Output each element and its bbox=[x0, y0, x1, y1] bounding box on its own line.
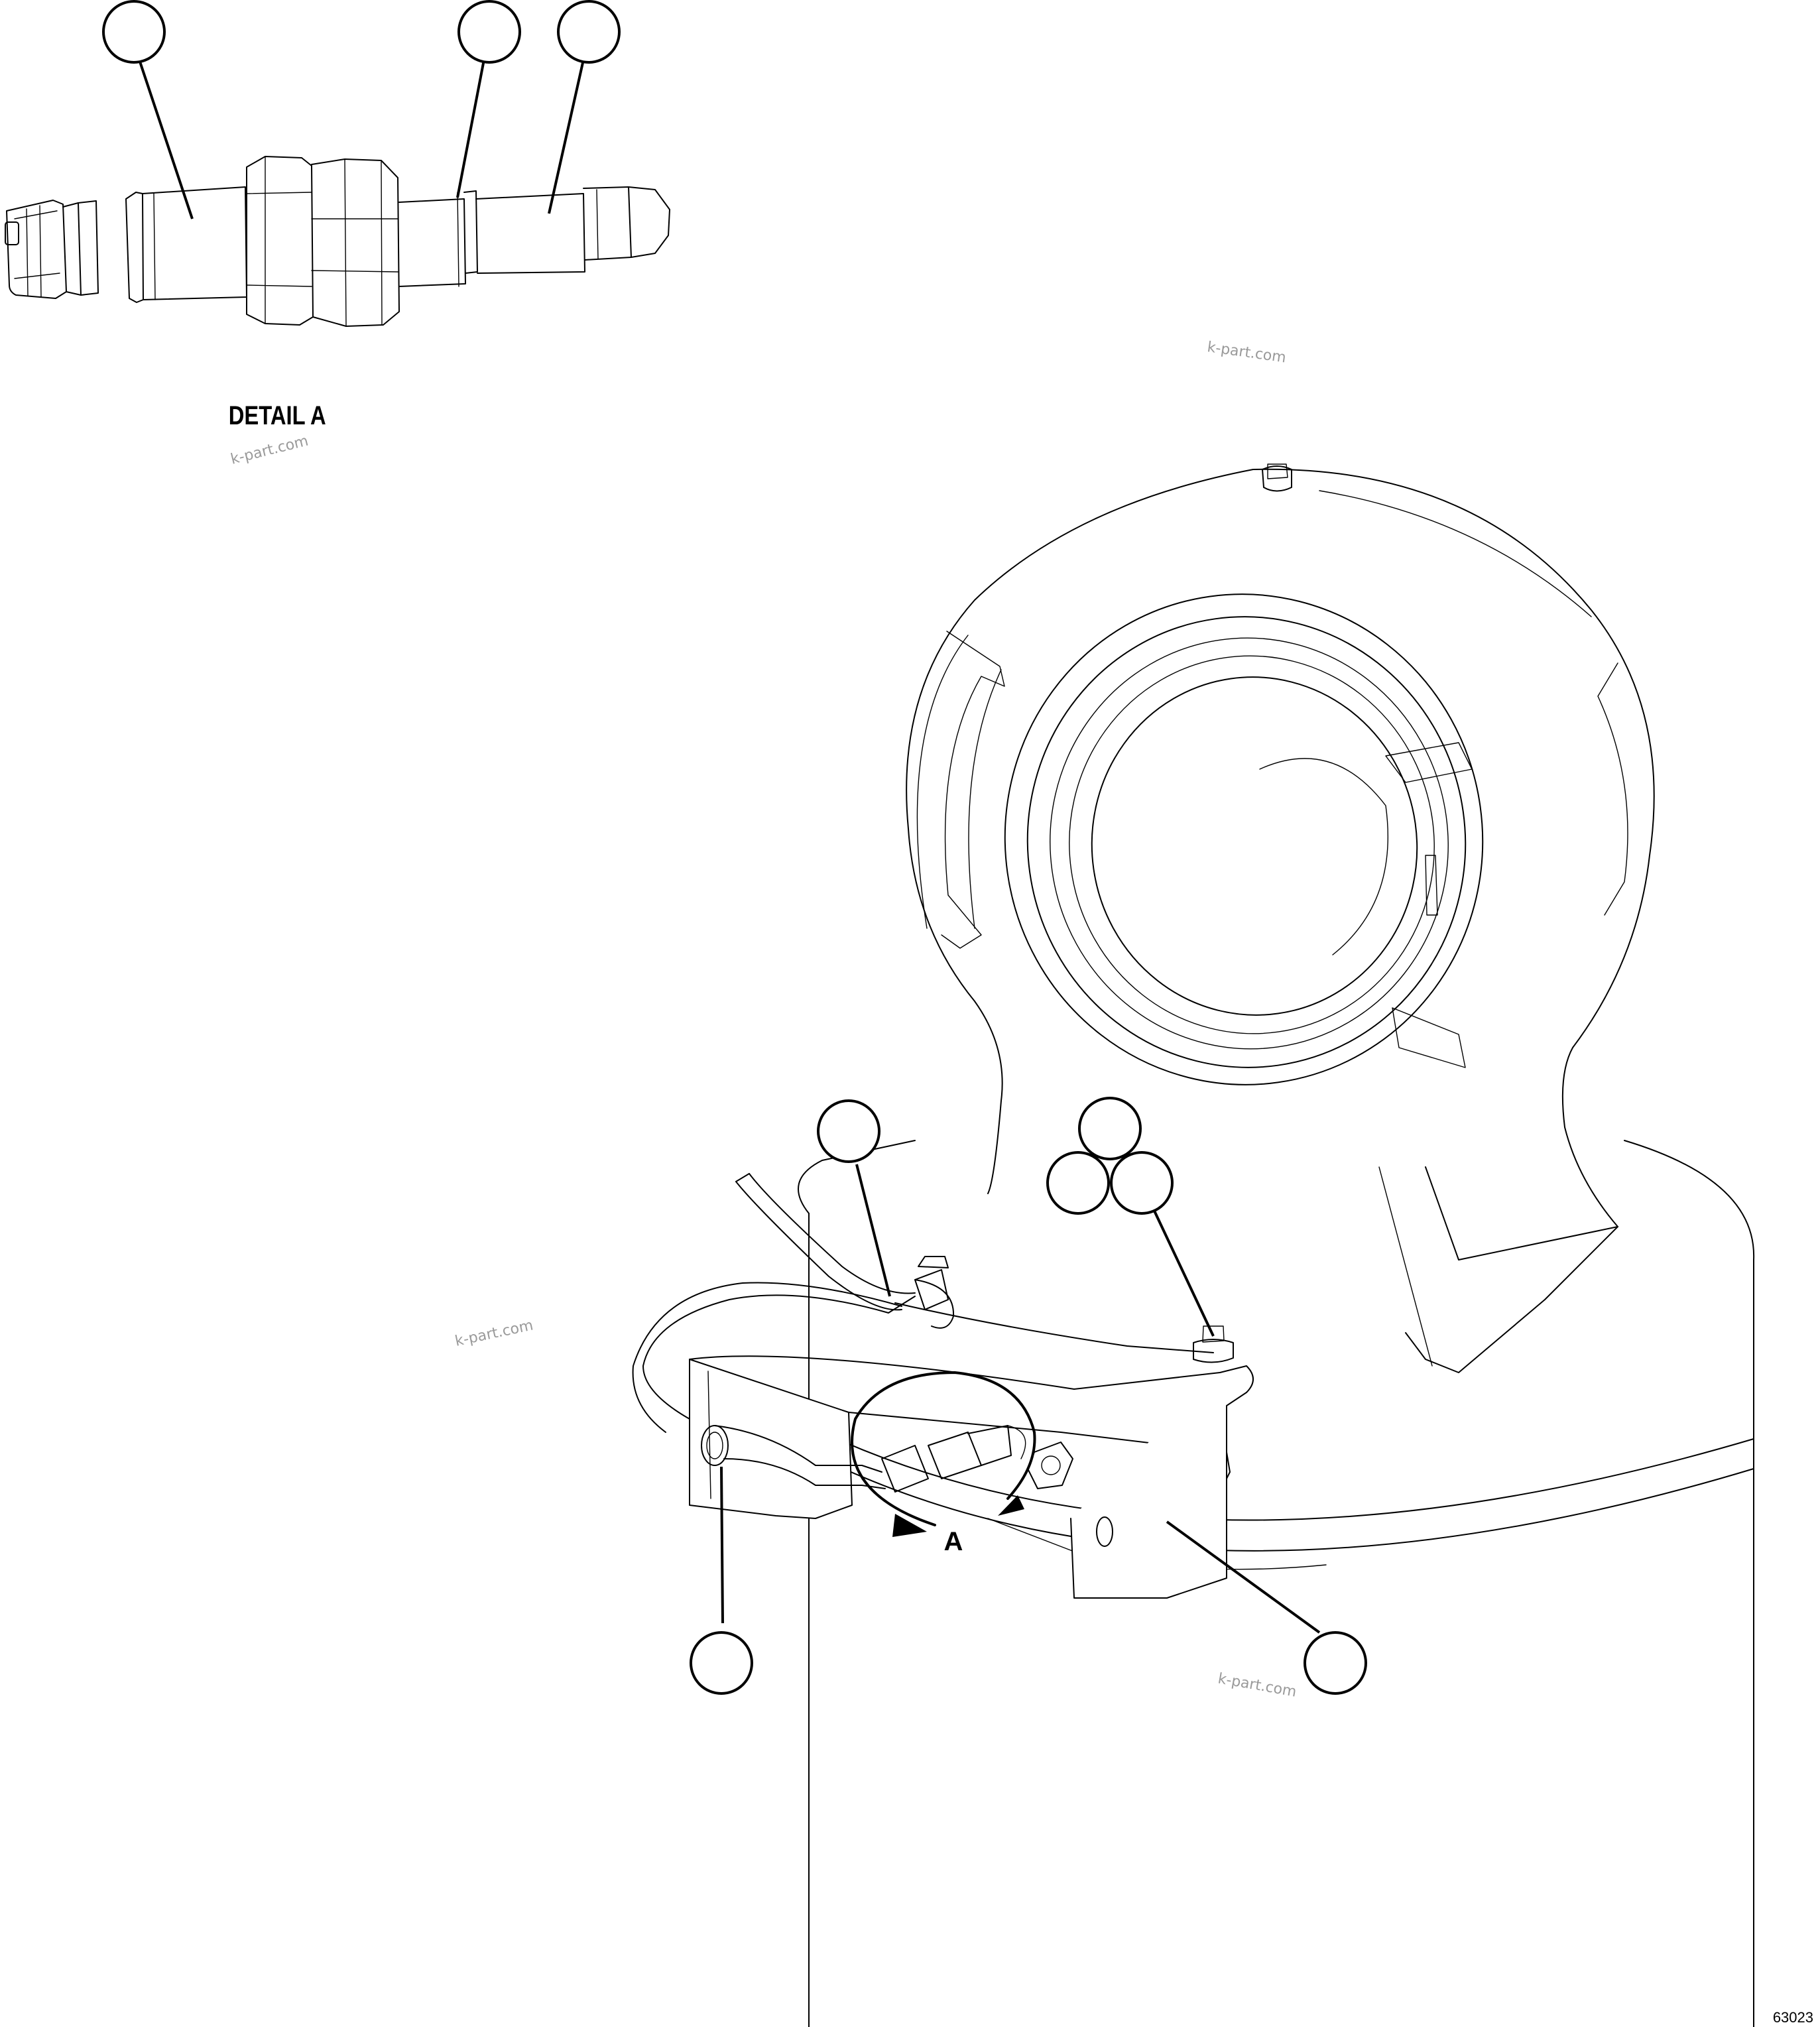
leader-line bbox=[456, 59, 485, 198]
leader-line bbox=[1166, 1520, 1321, 1634]
leader-line bbox=[1152, 1209, 1215, 1337]
callout-bubble-detail-3 bbox=[557, 0, 621, 64]
callout-bubble-hardware-top bbox=[1078, 1097, 1142, 1160]
leader-line bbox=[855, 1164, 891, 1297]
watermark: k-part.com bbox=[454, 1318, 534, 1350]
watermark: k-part.com bbox=[1206, 339, 1287, 366]
sensor-bracket bbox=[632, 1173, 1254, 1599]
watermark: k-part.com bbox=[229, 433, 310, 468]
rod-eye bbox=[906, 463, 1655, 1373]
drawing-number: 63023 bbox=[1773, 2009, 1813, 2026]
callout-bubble-detail-1 bbox=[102, 0, 166, 64]
callout-bubble-hardware-left bbox=[1046, 1151, 1110, 1215]
watermark: k-part.com bbox=[1217, 1670, 1298, 1700]
detail-a-sensor bbox=[5, 156, 670, 327]
cylinder-assembly bbox=[798, 1140, 1755, 2027]
detail-a-title: DETAIL A bbox=[229, 400, 326, 430]
view-marker-a: A bbox=[944, 1527, 963, 1556]
callout-bubble-cable bbox=[817, 1099, 880, 1163]
leader-line bbox=[138, 59, 194, 219]
callout-bubble-hardware-right bbox=[1110, 1151, 1174, 1215]
callout-bubble-bracket bbox=[1304, 1631, 1367, 1695]
leader-line bbox=[548, 59, 585, 214]
leader-line bbox=[720, 1466, 724, 1624]
detail-a-indicator bbox=[851, 1371, 1036, 1537]
callout-bubble-detail-2 bbox=[457, 0, 521, 64]
callout-bubble-grommet bbox=[690, 1631, 753, 1695]
